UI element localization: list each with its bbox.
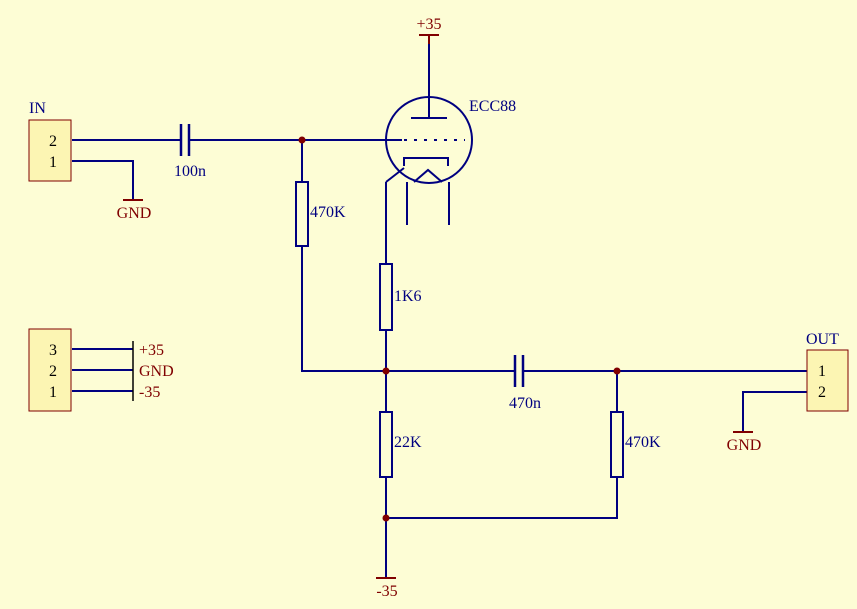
wires	[72, 35, 808, 578]
resistor-cathode	[379, 263, 393, 331]
label-tube: ECC88	[469, 98, 516, 115]
connector-out-body	[806, 349, 849, 412]
wire-grid-r-bottom	[301, 246, 386, 372]
label-c-out: 470n	[509, 395, 541, 412]
connector-supply-body	[28, 328, 72, 412]
label-r-out: 470K	[625, 434, 661, 451]
resistor-out	[610, 411, 624, 478]
wire-out-gnd	[742, 391, 808, 432]
junction-dot	[382, 367, 390, 375]
label-r-load: 22K	[394, 434, 422, 451]
pin-sup-1: 1	[49, 384, 57, 401]
pin-sup-2: 2	[49, 363, 57, 380]
pin-sup-3: 3	[49, 342, 57, 359]
label-sup-pos: +35	[139, 342, 164, 359]
junction-dot	[382, 514, 390, 522]
label-sup-gnd: GND	[139, 363, 174, 380]
capacitor-470n	[513, 355, 525, 387]
tube-heater	[413, 168, 443, 183]
junction-dot	[298, 136, 306, 144]
tube-envelope	[385, 96, 473, 184]
tube-ecc88	[385, 96, 473, 225]
junction-dot	[613, 367, 621, 375]
connector-in-body	[28, 119, 72, 182]
label-conn-in: IN	[29, 100, 46, 117]
label-c-in: 100n	[174, 163, 206, 180]
label-power-bottom: -35	[376, 583, 397, 600]
resistor-load	[379, 411, 393, 478]
resistor-grid	[295, 181, 309, 247]
wire-out-r-bottom	[386, 477, 618, 519]
pin-in-2: 2	[49, 133, 57, 150]
capacitor-100n	[179, 124, 191, 156]
label-sup-neg: -35	[139, 384, 160, 401]
wire-in-gnd	[72, 160, 134, 200]
label-gnd-in: GND	[117, 205, 152, 222]
label-gnd-out: GND	[727, 437, 762, 454]
pin-in-1: 1	[49, 154, 57, 171]
label-power-top: +35	[416, 16, 441, 33]
label-r-cathode: 1K6	[394, 288, 422, 305]
tube-cathode	[403, 157, 449, 166]
label-conn-out: OUT	[806, 331, 839, 348]
label-r-grid: 470K	[310, 204, 346, 221]
pin-out-1: 1	[818, 363, 826, 380]
wire-cathode-lead	[385, 167, 405, 183]
pin-out-2: 2	[818, 384, 826, 401]
